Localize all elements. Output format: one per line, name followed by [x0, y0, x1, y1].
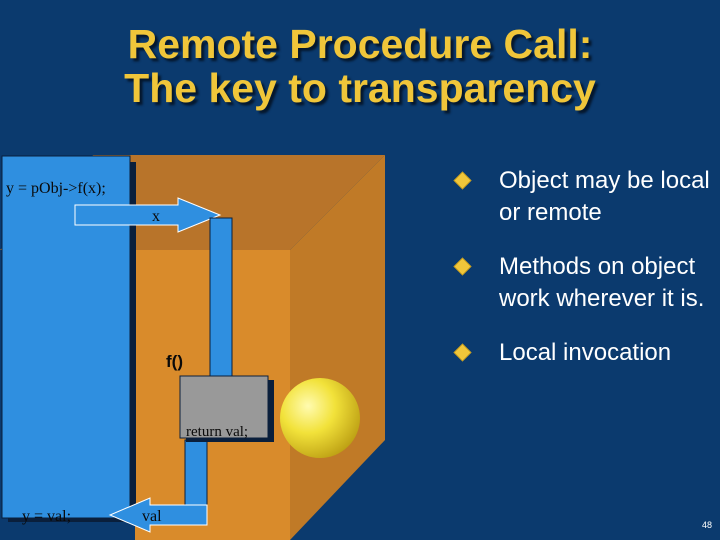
title-line-1: Remote Procedure Call: — [127, 21, 593, 67]
call-pipe — [209, 217, 233, 389]
argument-label: x — [152, 208, 160, 225]
diamond-bullet-icon — [453, 343, 472, 362]
value-label: val — [142, 508, 162, 525]
return-arrow — [108, 497, 208, 533]
diamond-bullet-icon — [453, 171, 472, 190]
function-label: f() — [166, 352, 183, 371]
bullet-item: Methods on object work wherever it is. — [453, 251, 715, 315]
bullet-text: Local invocation — [499, 339, 672, 366]
slide-title: Remote Procedure Call: The key to transp… — [0, 22, 720, 110]
bullet-list: Object may be local or remote Methods on… — [453, 165, 715, 369]
function-box — [179, 375, 269, 439]
result-statement: y = val; — [22, 508, 72, 525]
diamond-bullet-icon — [453, 257, 472, 276]
bullet-item: Object may be local or remote — [453, 165, 715, 229]
bullet-item: Local invocation — [453, 337, 715, 369]
object-sphere — [280, 378, 360, 458]
bullet-text: Object may be local or remote — [499, 167, 710, 226]
page-number: 48 — [701, 520, 712, 530]
return-label: return val; — [186, 424, 249, 440]
argument-arrow — [74, 197, 222, 233]
bullet-text: Methods on object work wherever it is. — [499, 253, 705, 312]
title-line-2: The key to transparency — [124, 65, 596, 111]
caller-statement: y = pObj->f(x); — [6, 180, 106, 197]
